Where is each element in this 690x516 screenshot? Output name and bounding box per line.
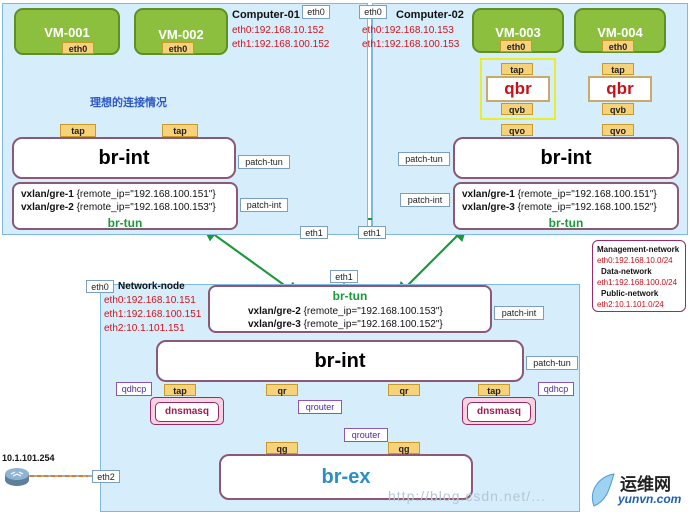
- watermark-domain: yunvn.com: [618, 492, 682, 506]
- computer-01-tap-1: tap: [60, 124, 96, 137]
- qdhcp-label-left: qdhcp: [116, 382, 152, 396]
- computer-02-tunnel-1: vxlan/gre-1 {remote_ip="192.168.100.151"…: [462, 189, 657, 200]
- computer-02-patch-tun: patch-tun: [398, 152, 450, 166]
- network-node-br-tun[interactable]: br-tun vxlan/gre-2 {remote_ip="192.168.1…: [208, 285, 492, 333]
- dnsmasq-right-namespace: dnsmasq: [462, 397, 536, 425]
- network-node-tunnel-2: vxlan/gre-2 {remote_ip="192.168.100.153"…: [248, 306, 443, 317]
- vm-003-tap-port: tap: [501, 63, 533, 75]
- computer-02-patch-int: patch-int: [400, 193, 450, 207]
- legend-public-value: eth2:10.1.101.0/24: [597, 300, 664, 309]
- computer-01-patch-tun: patch-tun: [238, 155, 290, 169]
- computer-02-eth1-port: eth1: [358, 226, 386, 239]
- dhcp-right-tap-port: tap: [478, 384, 510, 396]
- computer-01-eth1-port: eth1: [300, 226, 328, 239]
- router-2-qg-port: qg: [388, 442, 420, 454]
- network-node-br-int[interactable]: br-int: [156, 340, 524, 382]
- network-node-patch-int: patch-int: [494, 306, 544, 320]
- computer-02-eth0-port: eth0: [359, 5, 387, 19]
- computer-02-tunnel-3: vxlan/gre-3 {remote_ip="192.168.100.152"…: [462, 202, 657, 213]
- dnsmasq-left[interactable]: dnsmasq: [155, 402, 219, 422]
- watermark-url: http://blog.csdn.net/...: [388, 488, 546, 504]
- vm-002-eth0-port: eth0: [162, 42, 194, 54]
- computer-02-br-tun[interactable]: vxlan/gre-1 {remote_ip="192.168.100.151"…: [453, 182, 679, 230]
- network-legend: Management-network eth0:192.168.10.0/24 …: [592, 240, 686, 312]
- network-node-eth0-port: eth0: [86, 280, 114, 293]
- computer-01-title: Computer-01: [232, 9, 300, 21]
- network-node-tunnel-3: vxlan/gre-3 {remote_ip="192.168.100.152"…: [248, 319, 443, 330]
- leaf-logo-icon: [592, 473, 615, 507]
- computer-02-eth1-ip: eth1:192.168.100.153: [362, 39, 460, 50]
- qrouter-label-1: qrouter: [298, 400, 342, 414]
- legend-data-title: Data-network: [601, 267, 652, 276]
- vm-004[interactable]: VM-004: [574, 8, 666, 53]
- vm-002-label: VM-002: [158, 27, 204, 42]
- router-1-qr-port: qr: [266, 384, 298, 396]
- dnsmasq-right[interactable]: dnsmasq: [467, 402, 531, 422]
- qdhcp-label-right: qdhcp: [538, 382, 574, 396]
- computer-01-tap-2: tap: [162, 124, 198, 137]
- computer-01-br-int[interactable]: br-int: [12, 137, 236, 179]
- legend-mgmt-value: eth0:192.168.10.0/24: [597, 256, 673, 265]
- external-router-ip: 10.1.101.254: [2, 453, 55, 463]
- computer-02-eth0-ip: eth0:192.168.10.153: [362, 25, 454, 36]
- network-node-eth0-ip: eth0:192.168.10.151: [104, 295, 196, 306]
- vm-003-qbr[interactable]: qbr: [486, 76, 550, 102]
- vm-003-qvo-port: qvo: [501, 124, 533, 136]
- computer-02-title: Computer-02: [396, 9, 464, 21]
- network-node-br-ex[interactable]: br-ex: [219, 454, 473, 500]
- vm-001-label: VM-001: [44, 25, 90, 40]
- computer-02-br-tun-label: br-tun: [548, 216, 584, 230]
- dhcp-left-tap-port: tap: [164, 384, 196, 396]
- network-node-eth2-ip: eth2:10.1.101.151: [104, 323, 185, 334]
- computer-01-tunnel-2: vxlan/gre-2 {remote_ip="192.168.100.153"…: [21, 202, 216, 213]
- legend-mgmt-title: Management-network: [597, 245, 680, 254]
- vm-003-qvb-port: qvb: [501, 103, 533, 115]
- computer-01-tunnel-1: vxlan/gre-1 {remote_ip="192.168.100.151"…: [21, 189, 216, 200]
- legend-public-title: Public-network: [601, 289, 659, 298]
- computer-02-br-int[interactable]: br-int: [453, 137, 679, 179]
- computer-01-eth0-port: eth0: [302, 5, 330, 19]
- dnsmasq-left-namespace: dnsmasq: [150, 397, 224, 425]
- network-node-patch-tun: patch-tun: [526, 356, 578, 370]
- vm-001-eth0-port: eth0: [62, 42, 94, 54]
- vm-004-tap-port: tap: [602, 63, 634, 75]
- vm-004-qvo-port: qvo: [602, 124, 634, 136]
- computer-01-br-tun[interactable]: vxlan/gre-1 {remote_ip="192.168.100.151"…: [12, 182, 238, 230]
- vm-003-qbr-highlight: [480, 58, 556, 120]
- vm-002[interactable]: VM-002: [134, 8, 228, 55]
- router-icon: [5, 468, 29, 486]
- computer-01-br-tun-label: br-tun: [107, 216, 143, 230]
- network-node-title: Network-node: [118, 281, 185, 292]
- computer-01-patch-int: patch-int: [240, 198, 288, 212]
- watermark-brand: 运维网: [620, 475, 671, 494]
- network-node-eth2-port: eth2: [92, 470, 120, 483]
- qrouter-label-2: qrouter: [344, 428, 388, 442]
- vm-004-qvb-port: qvb: [602, 103, 634, 115]
- vm-004-eth0-port: eth0: [602, 40, 634, 52]
- ideal-connection-label: 理想的连接情况: [90, 97, 167, 109]
- legend-data-value: eth1:192.168.100.0/24: [597, 278, 678, 287]
- vm-003-label: VM-003: [495, 25, 541, 40]
- vm-003-eth0-port: eth0: [500, 40, 532, 52]
- computer-01-eth0-ip: eth0:192.168.10.152: [232, 25, 324, 36]
- router-1-qg-port: qg: [266, 442, 298, 454]
- vm-004-label: VM-004: [597, 25, 643, 40]
- network-node-br-tun-label: br-tun: [332, 289, 368, 303]
- network-node-eth1-port: eth1: [330, 270, 358, 283]
- watermark-logo: 运维网 yunvn.com: [588, 468, 688, 514]
- router-2-qr-port: qr: [388, 384, 420, 396]
- vm-004-qbr[interactable]: qbr: [588, 76, 652, 102]
- computer-01-eth1-ip: eth1:192.168.100.152: [232, 39, 330, 50]
- network-node-eth1-ip: eth1:192.168.100.151: [104, 309, 202, 320]
